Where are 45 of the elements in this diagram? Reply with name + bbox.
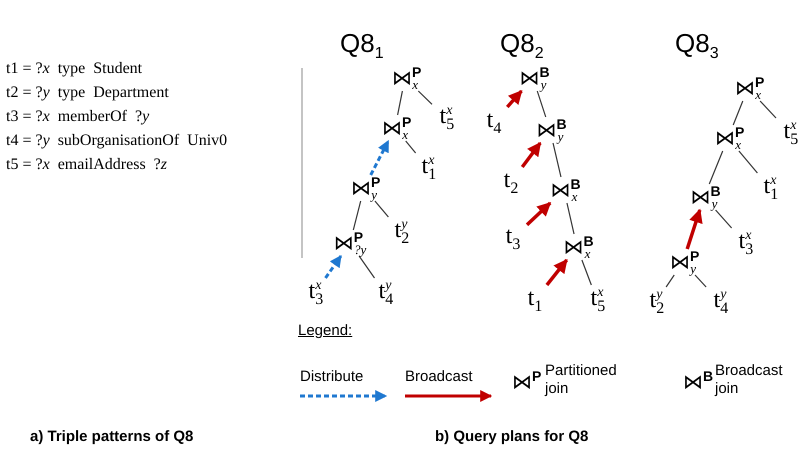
- tree-edge: [738, 150, 758, 174]
- arrow: [520, 142, 542, 168]
- tree-edge: [581, 260, 592, 286]
- tree-edge: [358, 256, 375, 278]
- plan-title: Q8$_{2}$: [500, 28, 544, 64]
- plan-title: Q8$_{1}$: [340, 28, 384, 64]
- arrow: [369, 140, 390, 176]
- triple-pattern: t4 = ?y subOrganisationOf Univ0: [6, 132, 228, 150]
- legend-label: Partitioned join: [545, 362, 618, 398]
- triple-pattern: t5 = ?x emailAddress ?z: [6, 156, 167, 174]
- triple-pattern-label: t$_{1}$: [528, 286, 542, 314]
- arrow: [686, 208, 703, 250]
- legend-label: Distribute: [300, 368, 364, 385]
- triple-pattern-label: t$_{4}$: [486, 108, 502, 136]
- tree-edge: [552, 142, 562, 178]
- tree-edge: [732, 100, 744, 126]
- triple-pattern-label: t$_{3}$: [506, 224, 520, 252]
- arrow: [546, 258, 568, 286]
- triple-pattern-label: t$_{2}$: [504, 168, 518, 196]
- caption: b) Query plans for Q8: [435, 428, 588, 445]
- triple-pattern: t1 = ?x type Student: [6, 60, 142, 78]
- join-symbol: ⋈$^{B}$: [683, 368, 714, 394]
- tree-edge: [397, 90, 403, 116]
- triple-pattern: t3 = ?x memberOf ?y: [6, 108, 150, 126]
- arrow: [506, 90, 523, 108]
- tree-edge: [715, 210, 732, 228]
- tree-edge: [418, 90, 432, 105]
- tree-edge: [352, 200, 362, 230]
- tree-edge: [694, 274, 707, 288]
- tree-edge: [536, 90, 546, 118]
- triple-pattern: t2 = ?y type Department: [6, 84, 169, 102]
- plan-title: Q8$_{3}$: [675, 28, 719, 64]
- arrow: [324, 255, 342, 279]
- join-symbol: ⋈$^{P}$: [512, 368, 542, 394]
- legend-label: Broadcast: [405, 368, 473, 385]
- caption: a) Triple patterns of Q8: [30, 428, 194, 445]
- tree-edge: [374, 200, 389, 218]
- legend-label: Broadcast join: [715, 362, 784, 398]
- tree-edge: [666, 274, 675, 288]
- tree-edge: [708, 150, 724, 184]
- tree-edge: [405, 140, 416, 154]
- tree-edge: [566, 202, 575, 234]
- arrow: [526, 202, 552, 226]
- legend-heading: Legend:: [298, 322, 352, 339]
- tree-edge: [760, 100, 776, 118]
